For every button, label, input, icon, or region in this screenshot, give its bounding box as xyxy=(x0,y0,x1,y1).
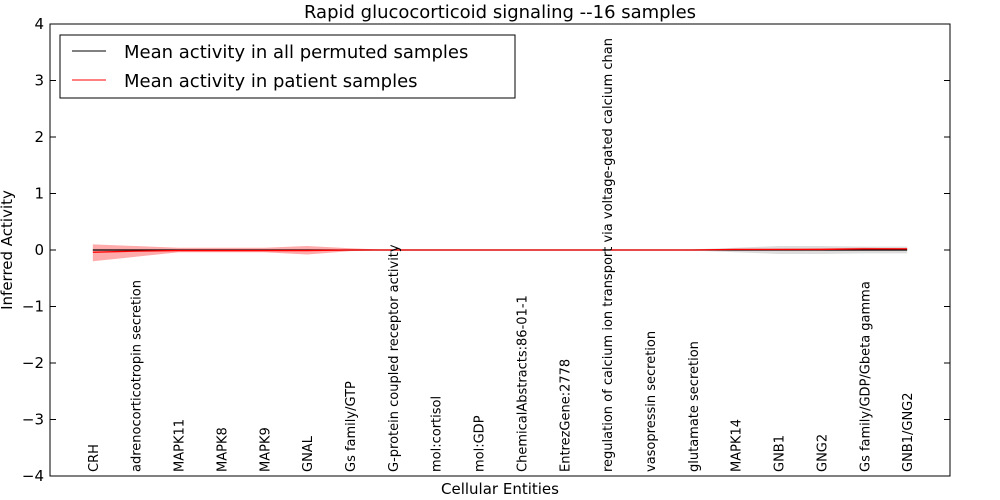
legend: Mean activity in all permuted samples Me… xyxy=(59,34,516,99)
legend-label-permuted: Mean activity in all permuted samples xyxy=(124,42,468,63)
y-tick-label: 1 xyxy=(34,185,44,203)
category-label: EntrezGene:2778 xyxy=(558,359,573,472)
y-tick-label: −1 xyxy=(22,298,44,316)
category-label: GNG2 xyxy=(815,434,830,472)
category-label: G-protein coupled receptor activity xyxy=(387,244,402,472)
category-label: MAPK11 xyxy=(173,419,188,472)
y-tick-label: −3 xyxy=(22,411,44,429)
y-tick-label: −2 xyxy=(22,354,44,372)
category-label: GNAL xyxy=(301,435,316,472)
category-label: MAPK14 xyxy=(730,419,745,472)
chart-title: Rapid glucocorticoid signaling --16 samp… xyxy=(304,2,696,23)
category-label: regulation of calcium ion transport via … xyxy=(601,38,616,472)
category-label: glutamate secretion xyxy=(687,341,702,472)
category-label: GNB1/GNG2 xyxy=(901,392,916,472)
category-label: MAPK8 xyxy=(215,427,230,472)
category-label: ChemicalAbstracts:86-01-1 xyxy=(515,295,530,472)
y-tick-label: 0 xyxy=(34,241,44,259)
y-tick-label: 4 xyxy=(34,15,44,33)
y-tick-label: 3 xyxy=(34,72,44,90)
y-axis-label: Inferred Activity xyxy=(0,190,16,310)
category-label: Gs family/GTP xyxy=(344,381,359,472)
category-label: adrenocorticotropin secretion xyxy=(130,280,145,472)
category-label: vasopressin secretion xyxy=(644,331,659,472)
category-label: MAPK9 xyxy=(258,427,273,472)
category-label: GNB1 xyxy=(773,435,788,472)
y-tick-label: 2 xyxy=(34,128,44,146)
legend-label-patient: Mean activity in patient samples xyxy=(124,71,418,92)
x-axis-label: Cellular Entities xyxy=(441,480,559,498)
series-line-1 xyxy=(92,248,908,253)
category-label: mol:GDP xyxy=(473,415,488,472)
category-label: Gs family/GDP/Gbeta gamma xyxy=(858,281,873,472)
category-label: mol:cortisol xyxy=(430,396,445,472)
y-tick-label: −4 xyxy=(22,467,44,485)
series-band-1 xyxy=(92,244,908,262)
category-label: CRH xyxy=(87,444,102,472)
